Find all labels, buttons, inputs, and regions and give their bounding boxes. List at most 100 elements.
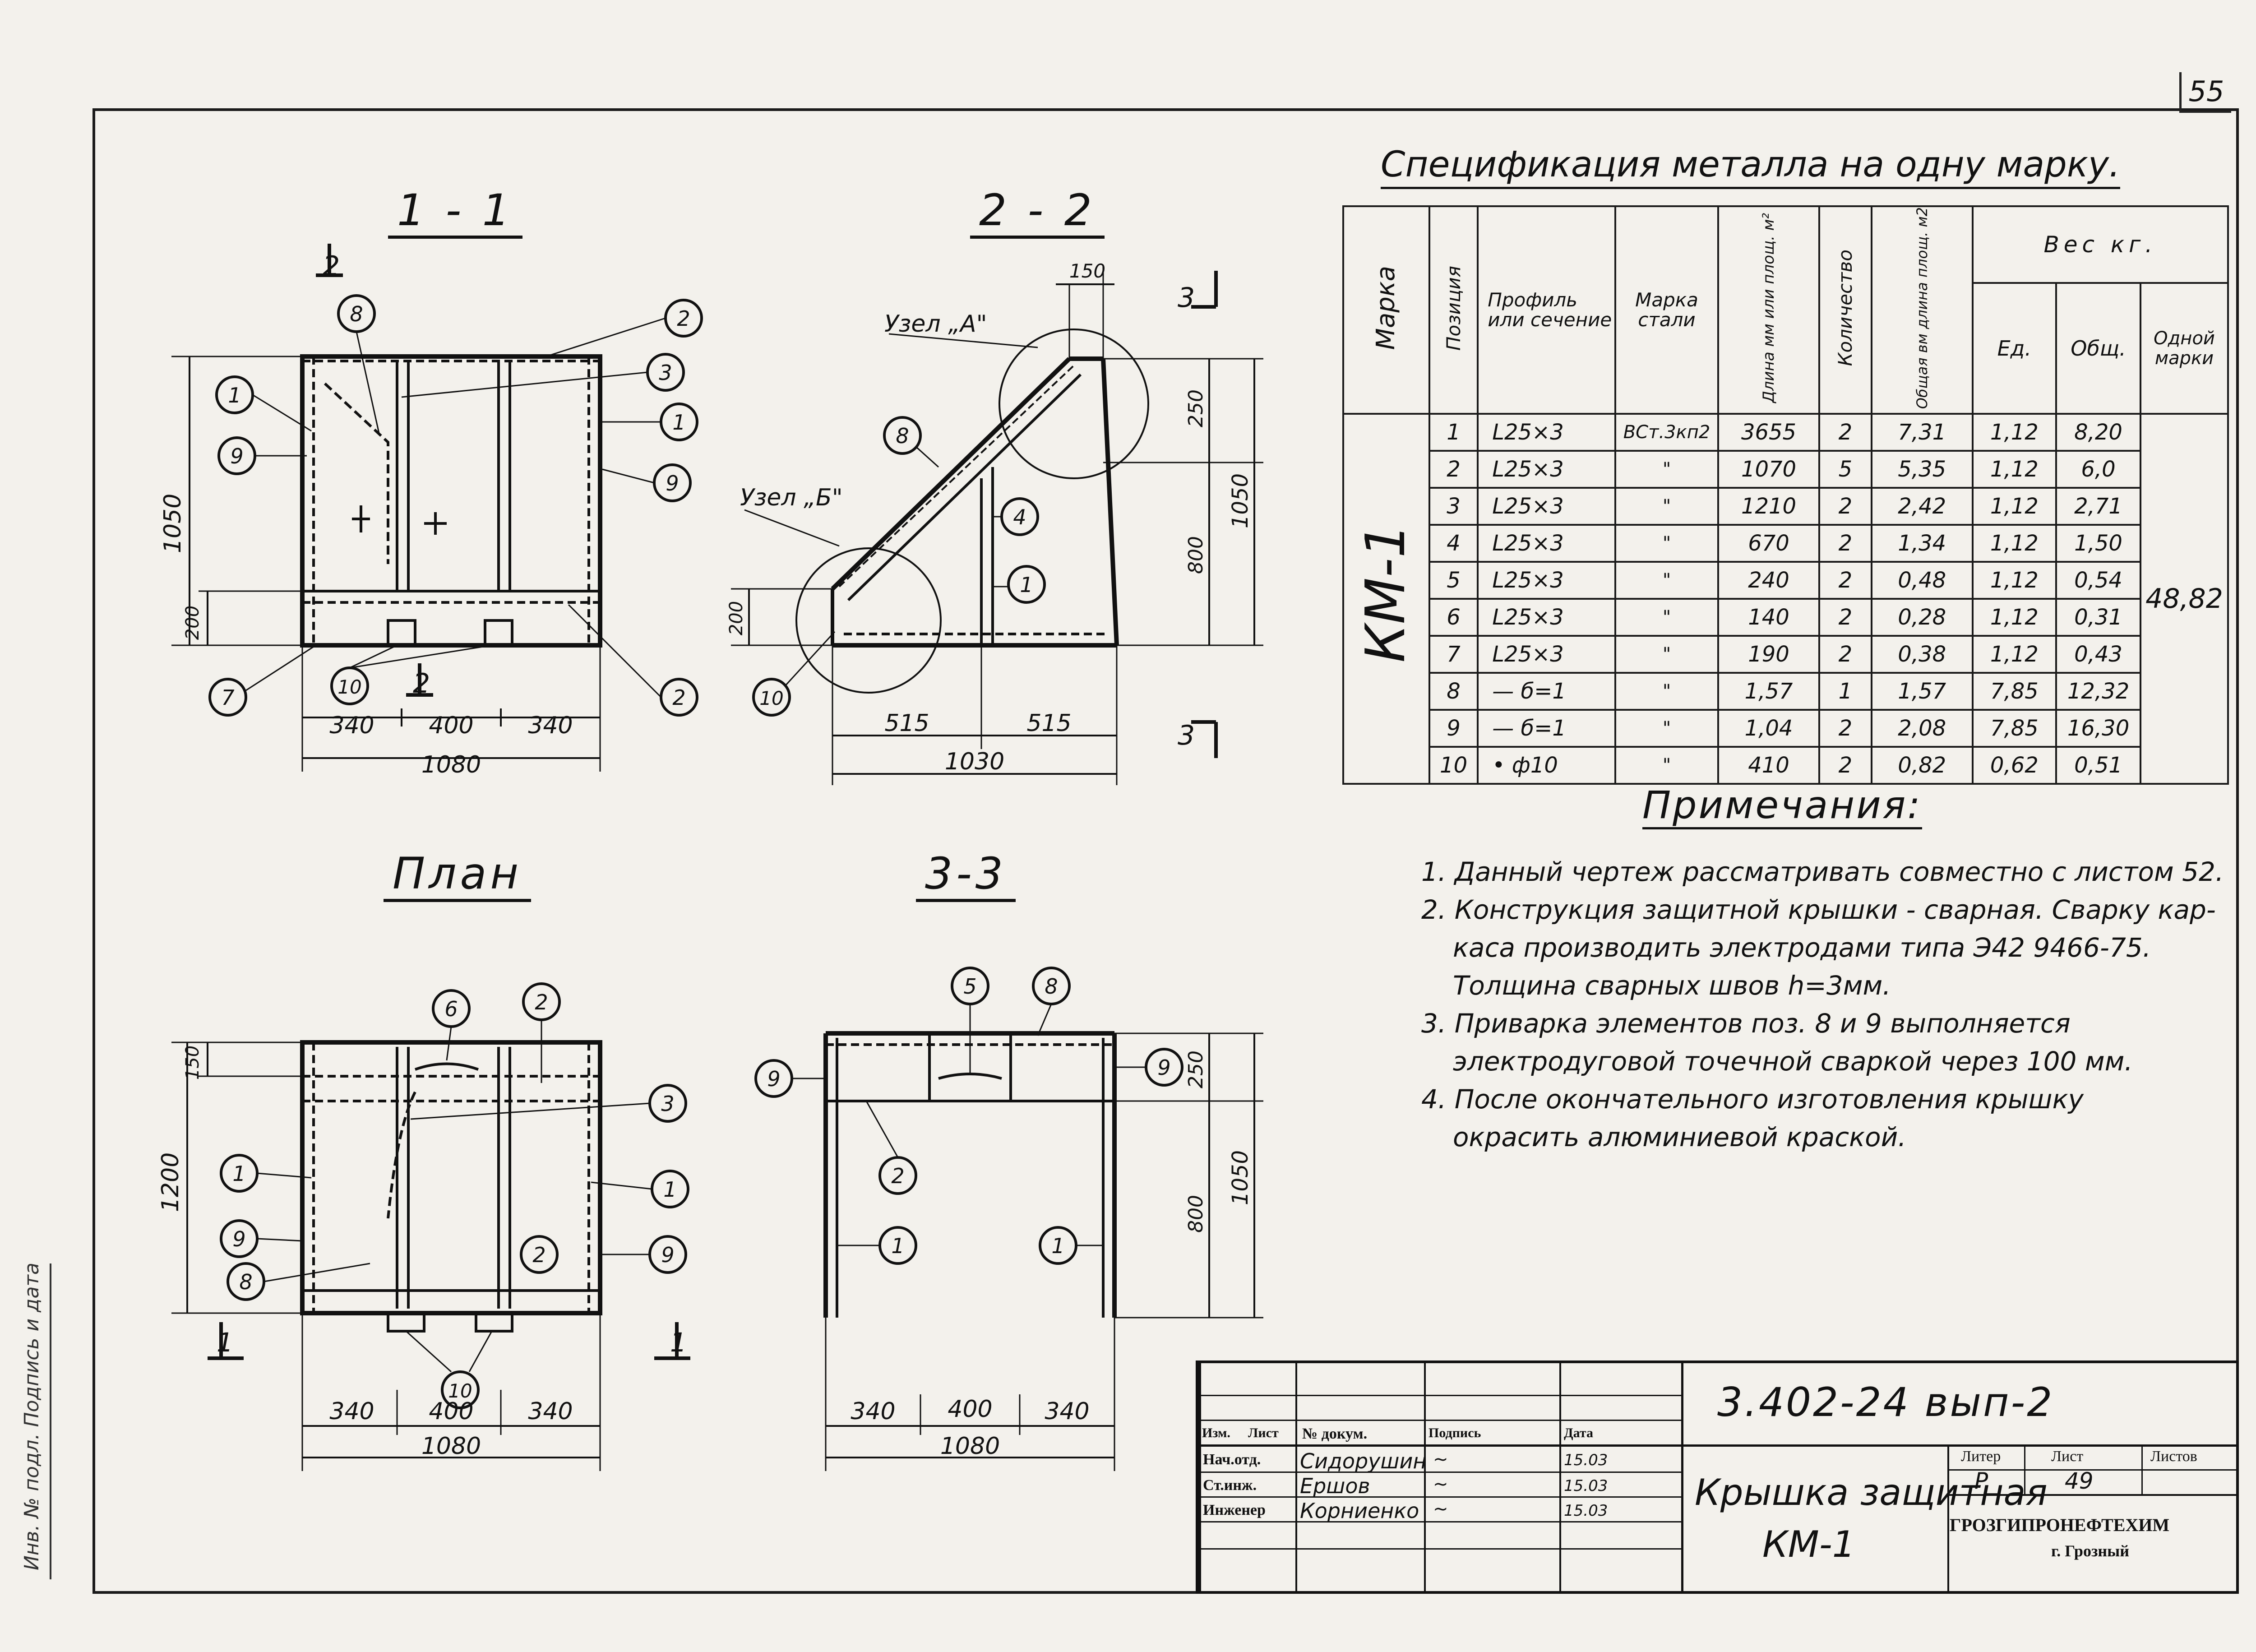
hdr-one-mark: Одной марки — [2140, 282, 2229, 415]
hdr-length: Длина мм или площ. м² — [1717, 205, 1821, 415]
spec-cell-profile: L25×3 — [1477, 561, 1617, 600]
tb-sheets-label: Листов — [2150, 1448, 2197, 1465]
tb-litera-label: Литер — [1961, 1448, 2001, 1465]
spec-cell-unit: 1,12 — [1971, 413, 2057, 452]
plan-callout-10: 10 — [448, 1380, 472, 1402]
view-title-plan: План — [384, 848, 532, 902]
tb-role-3: Инженер — [1203, 1502, 1266, 1518]
spec-cell-total-len: 2,08 — [1870, 709, 1974, 748]
note-line: каса производить электродами типа Э42 94… — [1453, 932, 2151, 963]
spec-cell-profile: L25×3 — [1477, 413, 1617, 452]
s22-dim-1: 515 — [884, 710, 929, 737]
spec-cell-steel: " — [1614, 561, 1720, 600]
note-line: электродуговой точечной сваркой через 10… — [1453, 1046, 2133, 1077]
s22-callout-10: 10 — [759, 687, 783, 709]
s11-callout-1-left: 1 — [228, 383, 241, 407]
spec-cell-len: 3655 — [1717, 413, 1821, 452]
spec-cell-len: 410 — [1717, 746, 1821, 785]
spec-cell-profile: — б=1 — [1477, 672, 1617, 711]
s11-section-mark-bottom: 2 — [413, 668, 430, 699]
hdr-unit: Ед. — [1971, 282, 2057, 415]
s11-dim-3: 340 — [528, 712, 573, 739]
hdr-weight: Вес кг. — [1971, 205, 2229, 284]
hdr-total-len: Общая вм длина площ. м2 — [1870, 205, 1974, 415]
spec-cell-total: 8,20 — [2055, 413, 2142, 452]
spec-cell-steel: " — [1614, 487, 1720, 526]
tb-code: 3.402-24 вып-2 — [1717, 1379, 2054, 1425]
spec-cell-unit: 1,12 — [1971, 635, 2057, 674]
s22-top-w: 150 — [1069, 260, 1105, 282]
spec-cell-len: 240 — [1717, 561, 1821, 600]
spec-cell-qty: 1 — [1818, 672, 1872, 711]
section-1-1-drawing — [171, 244, 703, 772]
plan-callout-9-left: 9 — [232, 1227, 245, 1251]
s22-right-h1: 250 — [1184, 389, 1207, 427]
spec-cell-total: 1,50 — [2055, 524, 2142, 563]
tb-org: ГРОЗГИПРОНЕФТЕХИМ — [1950, 1515, 2170, 1535]
plan-drawing — [171, 982, 690, 1471]
spec-cell-profile: L25×3 — [1477, 598, 1617, 637]
s33-total-h: 1050 — [1228, 1150, 1253, 1205]
spec-cell-qty: 2 — [1818, 487, 1872, 526]
tb-hdr-list: Лист — [1248, 1425, 1279, 1440]
s33-callout-9-right: 9 — [1157, 1055, 1170, 1080]
plan-total: 1080 — [421, 1433, 481, 1460]
tb-sign-3: ~ — [1433, 1499, 1448, 1519]
hdr-position: Позиция — [1428, 205, 1479, 415]
note-line: 4. После окончательного изготовления кры… — [1421, 1084, 2084, 1115]
hdr-total: Общ. — [2055, 282, 2142, 415]
side-stamp: Инв. № подл. Подпись и дата — [18, 1263, 51, 1579]
plan-dim-1: 340 — [329, 1398, 374, 1425]
spec-cell-total-len: 0,38 — [1870, 635, 1974, 674]
tb-sheet-label: Лист — [2051, 1448, 2084, 1465]
spec-cell-total-len: 2,42 — [1870, 487, 1974, 526]
spec-cell-unit: 1,12 — [1971, 598, 2057, 637]
spec-cell-unit: 7,85 — [1971, 709, 2057, 748]
hdr-mark: Марка — [1342, 205, 1430, 415]
tb-litera: Р — [1974, 1468, 1988, 1494]
spec-cell-len: 670 — [1717, 524, 1821, 563]
notes-title: Примечания: — [1642, 783, 1922, 829]
drawing-frame — [92, 108, 2239, 1594]
spec-cell-profile: — б=1 — [1477, 709, 1617, 748]
tb-hdr-izm: Изм. — [1202, 1425, 1230, 1440]
tb-sign-2: ~ — [1433, 1474, 1448, 1495]
note-line: Толщина сварных швов h=3мм. — [1453, 970, 1891, 1001]
spec-cell-pos: 5 — [1428, 561, 1479, 600]
plan-dim-2: 400 — [429, 1398, 473, 1425]
spec-cell-unit: 1,12 — [1971, 524, 2057, 563]
plan-callout-2-mid: 2 — [532, 1243, 546, 1267]
plan-callout-8: 8 — [239, 1270, 252, 1294]
s11-callout-3: 3 — [659, 361, 672, 385]
hdr-profile: Профиль или сечение — [1477, 205, 1617, 415]
spec-cell-len: 1,57 — [1717, 672, 1821, 711]
s33-right-h2: 800 — [1184, 1195, 1207, 1233]
spec-cell-total: 0,51 — [2055, 746, 2142, 785]
spec-cell-qty: 2 — [1818, 598, 1872, 637]
spec-cell-total-len: 0,82 — [1870, 746, 1974, 785]
s33-dim-1: 340 — [851, 1398, 895, 1425]
s22-callout-8: 8 — [896, 424, 909, 448]
note-line: 2. Конструкция защитной крышки - сварная… — [1421, 894, 2216, 925]
s22-callout-4: 4 — [1013, 505, 1026, 529]
s11-callout-2-bottom: 2 — [672, 685, 685, 710]
drawings: 2 2 1050 200 340 400 340 1080 8 2 3 1 1 … — [157, 244, 1263, 1471]
s33-callout-8: 8 — [1045, 974, 1058, 999]
s22-node-a: Узел „А" — [884, 310, 987, 338]
spec-cell-total-len: 5,35 — [1870, 450, 1974, 489]
spec-cell-steel: " — [1614, 635, 1720, 674]
s11-callout-1-right: 1 — [672, 410, 685, 435]
plan-dim-3: 340 — [528, 1398, 573, 1425]
spec-cell-total-len: 0,48 — [1870, 561, 1974, 600]
tb-name-1: Сидорушин — [1300, 1449, 1427, 1473]
s22-bottom-h: 200 — [726, 601, 747, 635]
spec-cell-qty: 2 — [1818, 413, 1872, 452]
plan-callout-6: 6 — [444, 997, 458, 1021]
hdr-steel: Марка стали — [1614, 205, 1720, 415]
note-line: окрасить алюминиевой краской. — [1453, 1122, 1906, 1152]
